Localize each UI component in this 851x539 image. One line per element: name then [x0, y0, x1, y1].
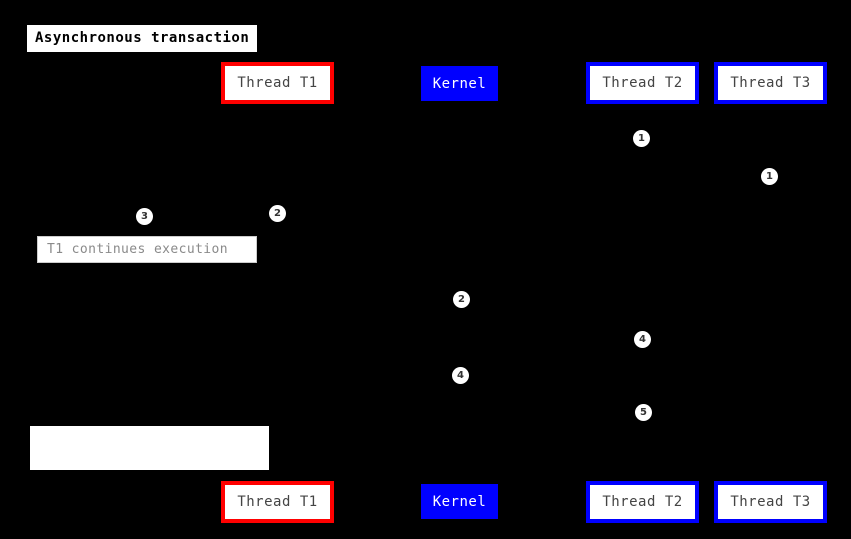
participant-thread-t1-bottom[interactable]: Thread T1 [221, 481, 334, 523]
participant-thread-t2-bottom[interactable]: Thread T2 [586, 481, 699, 523]
lifeline-thread-t1 [277, 104, 278, 481]
participant-label: Thread T2 [602, 75, 683, 91]
participant-label: Kernel [432, 75, 487, 92]
participant-label: Kernel [432, 493, 487, 510]
participant-thread-t1-top[interactable]: Thread T1 [221, 62, 334, 104]
sequence-badge: 1 [633, 130, 650, 147]
participant-thread-t2-top[interactable]: Thread T2 [586, 62, 699, 104]
lifeline-thread-t3 [770, 104, 771, 481]
participant-label: Thread T3 [730, 75, 811, 91]
message-arrow-4 [459, 339, 642, 340]
message-arrow-1 [277, 138, 642, 139]
note-label: T1 continues execution [47, 242, 228, 257]
sequence-badge: 2 [269, 205, 286, 222]
message-arrow-2 [277, 176, 770, 177]
sequence-badge: 2 [453, 291, 470, 308]
message-arrow-6 [459, 412, 642, 413]
participant-label: Thread T1 [237, 494, 318, 510]
diagram-title: Asynchronous transaction [27, 25, 258, 52]
sequence-badge: 3 [136, 208, 153, 225]
sequence-badge: 4 [452, 367, 469, 384]
participant-thread-t3-bottom[interactable]: Thread T3 [714, 481, 827, 523]
participant-kernel-top[interactable]: Kernel [421, 66, 498, 101]
message-arrow-3 [277, 299, 459, 300]
message-arrow-5 [459, 375, 642, 376]
participant-thread-t3-top[interactable]: Thread T3 [714, 62, 827, 104]
participant-label: Thread T2 [602, 494, 683, 510]
lifeline-thread-t2 [642, 104, 643, 481]
note-t1-continues-execution: T1 continues execution [37, 236, 257, 263]
participant-label: Thread T1 [237, 75, 318, 91]
note-blank [30, 426, 269, 470]
participant-kernel-bottom[interactable]: Kernel [421, 484, 498, 519]
sequence-badge: 4 [634, 331, 651, 348]
participant-label: Thread T3 [730, 494, 811, 510]
sequence-badge: 1 [761, 168, 778, 185]
sequence-badge: 5 [635, 404, 652, 421]
